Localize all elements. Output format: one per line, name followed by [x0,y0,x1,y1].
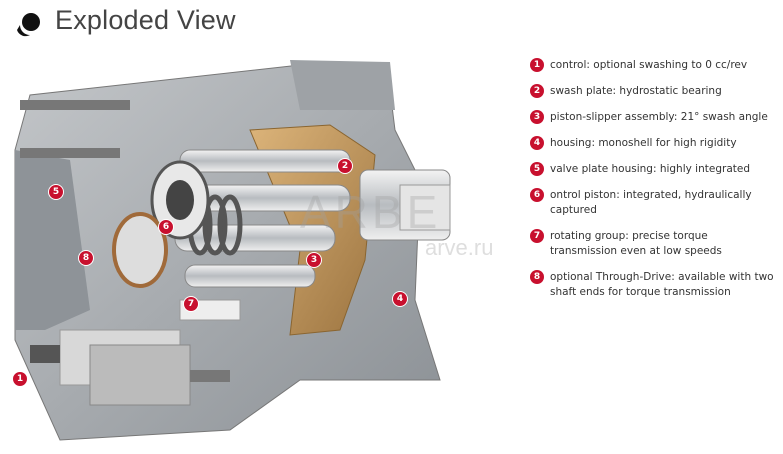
legend-item: 1 control: optional swashing to 0 cc/rev [530,58,780,73]
page-title: Exploded View [55,5,236,35]
legend-text: rotating group: precise torque transmiss… [550,230,722,257]
legend-number: 2 [530,84,544,98]
legend-number: 8 [530,270,544,284]
legend-number: 3 [530,110,544,124]
marker-1[interactable]: 1 [12,371,28,387]
legend-item: 7 rotating group: precise torque transmis… [530,229,750,259]
legend-text: housing: monoshell for high rigidity [550,137,737,149]
legend-item: 3 piston-slipper assembly: 21° swash angl… [530,110,780,125]
watermark-site: arve.ru [425,235,494,260]
marker-8[interactable]: 8 [78,250,94,266]
legend-text: swash plate: hydrostatic bearing [550,85,722,97]
legend-text: optional Through-Drive: available with t… [550,271,774,298]
legend-item: 5 valve plate housing: highly integrated [530,162,780,177]
watermark-brand: ARBE [300,186,442,238]
moon-dot-icon [17,13,40,37]
legend-text: piston-slipper assembly: 21° swash angle [550,111,768,123]
legend-text: ontrol piston: integrated, hydraulically… [550,189,752,216]
legend-text: control: optional swashing to 0 cc/rev [550,59,748,71]
legend-text: valve plate housing: highly integrated [550,163,750,175]
marker-2[interactable]: 2 [337,158,353,174]
legend-number: 4 [530,136,544,150]
legend-number: 6 [530,188,544,202]
marker-4[interactable]: 4 [392,291,408,307]
marker-5[interactable]: 5 [48,184,64,200]
legend-item: 2 swash plate: hydrostatic bearing [530,84,780,99]
legend-number: 7 [530,229,544,243]
legend-item: 4 housing: monoshell for high rigidity [530,136,780,151]
marker-3[interactable]: 3 [306,252,322,268]
marker-7[interactable]: 7 [183,296,199,312]
legend-number: 1 [530,58,544,72]
legend-item: 6 ontrol piston: integrated, hydraulicall… [530,188,765,218]
legend-number: 5 [530,162,544,176]
pump-cutaway-illustration [14,60,451,441]
legend-item: 8 optional Through-Drive: available with … [530,270,783,300]
marker-6[interactable]: 6 [158,219,174,235]
